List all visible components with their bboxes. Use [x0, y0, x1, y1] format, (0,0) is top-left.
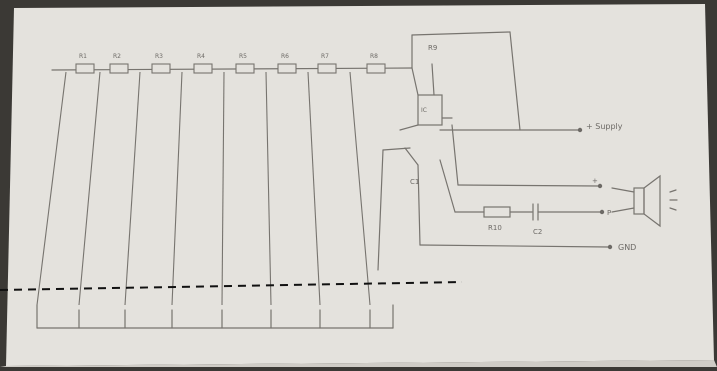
sound-wave [669, 207, 677, 211]
resistor-4-label: R4 [197, 53, 205, 60]
gnd-wire [419, 244, 609, 248]
resistor-2-body [109, 63, 129, 74]
ladder-rail-7 [307, 71, 321, 306]
ic-left-wire [411, 67, 419, 96]
resistor-8-label: R8 [370, 53, 378, 60]
resistor-6-label: R6 [281, 53, 289, 60]
resistor-1-label: R1 [79, 53, 87, 60]
supply-riser [509, 31, 521, 131]
gnd-terminal-label: GND [618, 243, 636, 252]
output-terminal-dot [599, 209, 605, 215]
resistor-ladder: R1 R2 R3 R4 R5 R6 R7 R8 [36, 53, 386, 306]
terminals: + Supply + P GND [577, 122, 636, 252]
speaker-lead [611, 207, 635, 213]
left-rail [377, 149, 384, 271]
gnd-terminal-dot [607, 244, 613, 250]
ladder-rail-4 [171, 71, 183, 306]
resistor-4-body [193, 63, 213, 74]
speaker-cone [643, 174, 661, 228]
speaker-riser [451, 124, 459, 186]
ic-body [417, 94, 443, 126]
resistor-3-body [151, 63, 171, 74]
supply-terminal-dot [577, 127, 583, 133]
wiring [36, 31, 678, 329]
r10-label: R10 [488, 224, 502, 232]
speaker-pos-terminal-dot [597, 183, 603, 189]
ladder-rail-8 [349, 71, 371, 306]
ladder-rail-1 [36, 71, 67, 306]
r9-label: R9 [428, 44, 437, 52]
component-labels: R9 IC C1 R10 C2 [410, 44, 542, 236]
output-terminal-label: P [607, 209, 611, 217]
ic-label: IC [421, 107, 427, 114]
ladder-rail-3 [124, 71, 141, 306]
resistor-7-body [317, 63, 337, 74]
dashed-cut-line [0, 281, 463, 291]
c2-label: C2 [533, 228, 542, 236]
speaker-lead [611, 187, 635, 193]
speaker-wire [457, 184, 599, 187]
c1-label: C1 [410, 178, 419, 186]
resistor-5-label: R5 [239, 53, 247, 60]
r9-top-wire [411, 31, 511, 36]
ladder-rail-2 [78, 71, 101, 306]
c1-wire [404, 147, 419, 166]
resistor-3-label: R3 [155, 53, 163, 60]
ic-feed-wire [399, 124, 419, 131]
gnd-rail [417, 164, 421, 246]
paper-shadow [0, 360, 717, 367]
sound-wave [669, 189, 677, 193]
resistor-5-body [235, 63, 255, 74]
ladder-rail-6 [265, 71, 272, 306]
ic-right-wire [431, 63, 435, 96]
resistor-1-body [75, 63, 95, 74]
speaker-pos-label: + [592, 177, 598, 185]
ladder-rail-5 [221, 71, 225, 306]
rc-riser [439, 159, 456, 213]
resistor-2-label: R2 [113, 53, 121, 60]
supply-terminal-label: + Supply [586, 122, 623, 131]
resistor-7-label: R7 [321, 53, 329, 60]
resistor-6-body [277, 63, 297, 74]
resistor-8-body [366, 63, 386, 74]
